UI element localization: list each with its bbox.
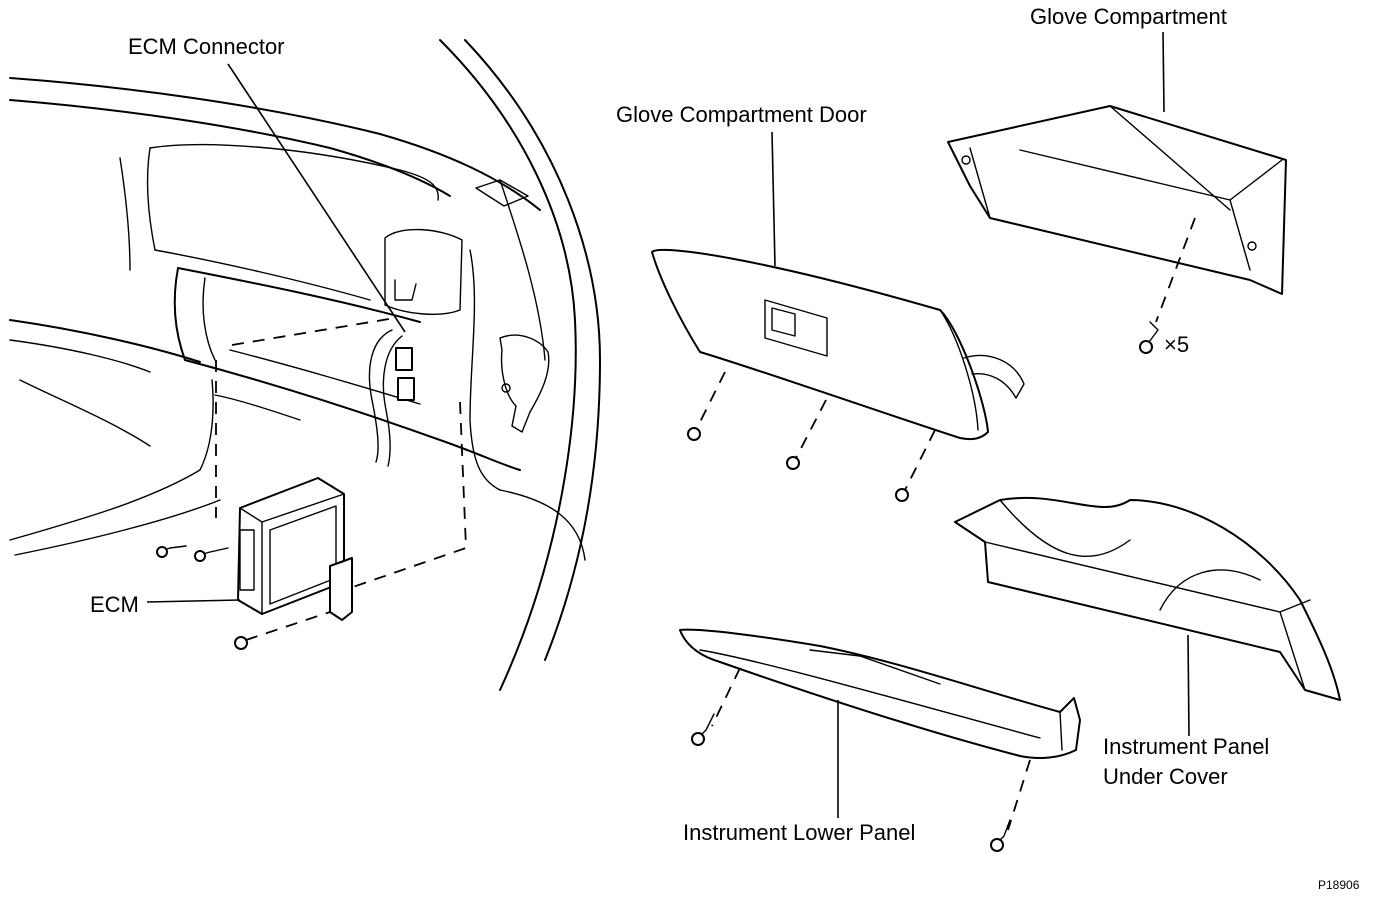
- compartment-screw: [1139, 321, 1159, 354]
- instrument-panel-under-cover: [954, 496, 1341, 701]
- under-cover-label-line2: Under Cover: [1103, 764, 1228, 789]
- instrument-lower-panel: [679, 628, 1081, 759]
- ecm-unit: [156, 477, 353, 650]
- ecm-connector-label: ECM Connector: [128, 34, 285, 59]
- glove-compartment-leader: [1162, 31, 1165, 113]
- figure-code: P18906: [1318, 878, 1360, 892]
- vehicle-dashboard: [9, 39, 601, 691]
- under-cover-leader: [1187, 634, 1190, 737]
- ecm-connector-leader: [227, 63, 406, 333]
- lower-panel-screws: [691, 713, 1011, 852]
- times-five-label: ×5: [1164, 332, 1190, 357]
- door-clips: [687, 427, 909, 502]
- ecm-leader: [146, 599, 241, 603]
- glove-compartment-door: [651, 248, 1025, 441]
- ecm-label: ECM: [90, 592, 139, 617]
- glove-compartment-door-label: Glove Compartment Door: [616, 102, 867, 127]
- glove-compartment-label: Glove Compartment: [1030, 4, 1227, 29]
- glove-compartment: [947, 105, 1287, 295]
- glove-compartment-door-leader: [771, 131, 776, 267]
- under-cover-label-line1: Instrument Panel: [1103, 734, 1270, 759]
- instrument-lower-panel-label: Instrument Lower Panel: [683, 820, 916, 845]
